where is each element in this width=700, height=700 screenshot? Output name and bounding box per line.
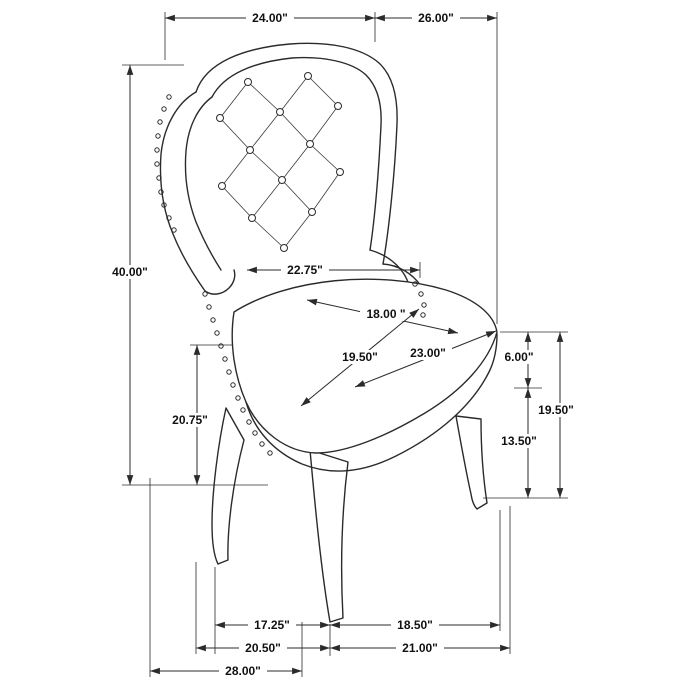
dim-label-top-back-width: 24.00" — [252, 11, 288, 25]
dimensions: 24.00" 26.00" 40.00" 20.75" 22.75" 18.00… — [106, 11, 580, 678]
dim-front-leg-span: 17.25" — [215, 618, 330, 632]
extension-lines — [122, 12, 568, 677]
chair-drawing — [154, 42, 498, 623]
tufting-buttons — [216, 72, 344, 252]
dim-front-base-width: 20.50" — [196, 641, 330, 655]
dim-label-arm-height: 20.75" — [172, 413, 208, 427]
dim-label-seat-height: 19.50" — [538, 403, 574, 417]
chair-back-inner-panel — [211, 56, 382, 251]
dim-label-seat-diagonal: 23.00" — [410, 346, 446, 360]
chair-wing-left-outline — [159, 91, 206, 292]
dim-overall-height: 40.00" — [106, 65, 154, 485]
dim-overall-depth: 28.00" — [150, 664, 302, 678]
dim-seat-depth: 19.50" — [300, 308, 420, 407]
dim-label-seat-width: 18.00 " — [366, 307, 405, 321]
dim-side-leg-span: 18.50" — [330, 618, 500, 632]
dim-seat-height: 19.50" — [532, 332, 580, 498]
dim-label-top-overhang: 26.00" — [418, 11, 454, 25]
dim-leg-height: 13.50" — [495, 388, 543, 498]
dim-cushion-thickness: 6.00" — [497, 332, 541, 388]
dim-side-base-depth: 21.00" — [330, 641, 510, 655]
chair-back-inner-left — [184, 96, 222, 271]
dim-arm-height: 20.75" — [166, 345, 214, 485]
chair-leg-left — [211, 407, 245, 565]
dim-label-front-base-width: 20.50" — [245, 641, 281, 655]
chair-back-outline — [195, 42, 398, 265]
dim-inner-seat-width: 22.75" — [247, 263, 420, 277]
chair-leg-right — [455, 415, 488, 510]
dim-label-side-base-depth: 21.00" — [402, 641, 438, 655]
dim-label-seat-depth: 19.50" — [342, 350, 378, 364]
dim-top-overhang: 26.00" — [375, 11, 497, 25]
dim-label-leg-height: 13.50" — [501, 434, 537, 448]
dim-label-overall-height: 40.00" — [112, 265, 148, 279]
dim-top-back-width: 24.00" — [165, 11, 375, 25]
dim-label-front-leg-span: 17.25" — [254, 618, 290, 632]
dim-label-cushion-thickness: 6.00" — [504, 350, 533, 364]
chair-wing-scroll — [204, 269, 236, 295]
dim-label-inner-seat-width: 22.75" — [287, 263, 323, 277]
dim-label-side-leg-span: 18.50" — [397, 618, 433, 632]
chair-leg-front — [309, 449, 349, 623]
tufting-lines — [219, 75, 341, 249]
dim-label-overall-depth: 28.00" — [225, 664, 261, 678]
